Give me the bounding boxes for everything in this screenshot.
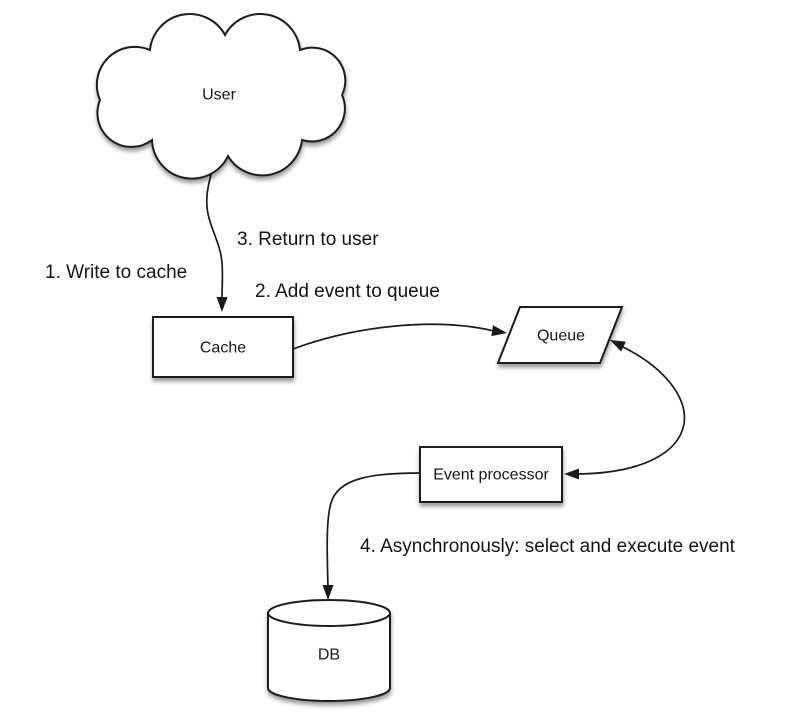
queue-shape bbox=[496, 306, 624, 364]
arrowhead-into-cache bbox=[216, 297, 228, 312]
cache-box: Cache bbox=[152, 316, 294, 378]
cloud-shape bbox=[95, 13, 347, 180]
edge-user-to-cache bbox=[205, 162, 228, 312]
event-processor-label: Event processor bbox=[433, 467, 549, 484]
cache-shape bbox=[152, 316, 294, 378]
step-label-3: 3. Return to user bbox=[237, 229, 379, 250]
db-top-shape bbox=[267, 599, 391, 627]
edge-queue-eventprocessor bbox=[564, 340, 686, 480]
cache-label: Cache bbox=[200, 340, 246, 357]
queue-parallelogram: Queue bbox=[496, 306, 624, 364]
step-label-1: 1. Write to cache bbox=[45, 262, 187, 283]
event-processor-box: Event processor bbox=[419, 446, 563, 503]
event-processor-shape bbox=[419, 446, 563, 503]
edge-eventprocessor-to-db bbox=[322, 472, 421, 600]
user-label: User bbox=[202, 87, 236, 104]
db-cylinder: DB bbox=[267, 599, 391, 702]
db-body-shape bbox=[267, 613, 391, 702]
user-cloud: User bbox=[95, 13, 347, 180]
step-label-4: 4. Asynchronously: select and execute ev… bbox=[360, 536, 736, 557]
edge-cache-to-queue bbox=[292, 323, 507, 350]
step-label-2: 2. Add event to queue bbox=[255, 281, 440, 302]
arrowhead-into-eventprocessor bbox=[564, 468, 579, 480]
queue-label: Queue bbox=[537, 328, 585, 345]
arrowhead-into-db bbox=[322, 585, 334, 600]
db-label: DB bbox=[318, 647, 340, 664]
arrowhead-into-queue-right bbox=[610, 340, 626, 352]
arrowhead-into-queue-left bbox=[491, 325, 507, 337]
